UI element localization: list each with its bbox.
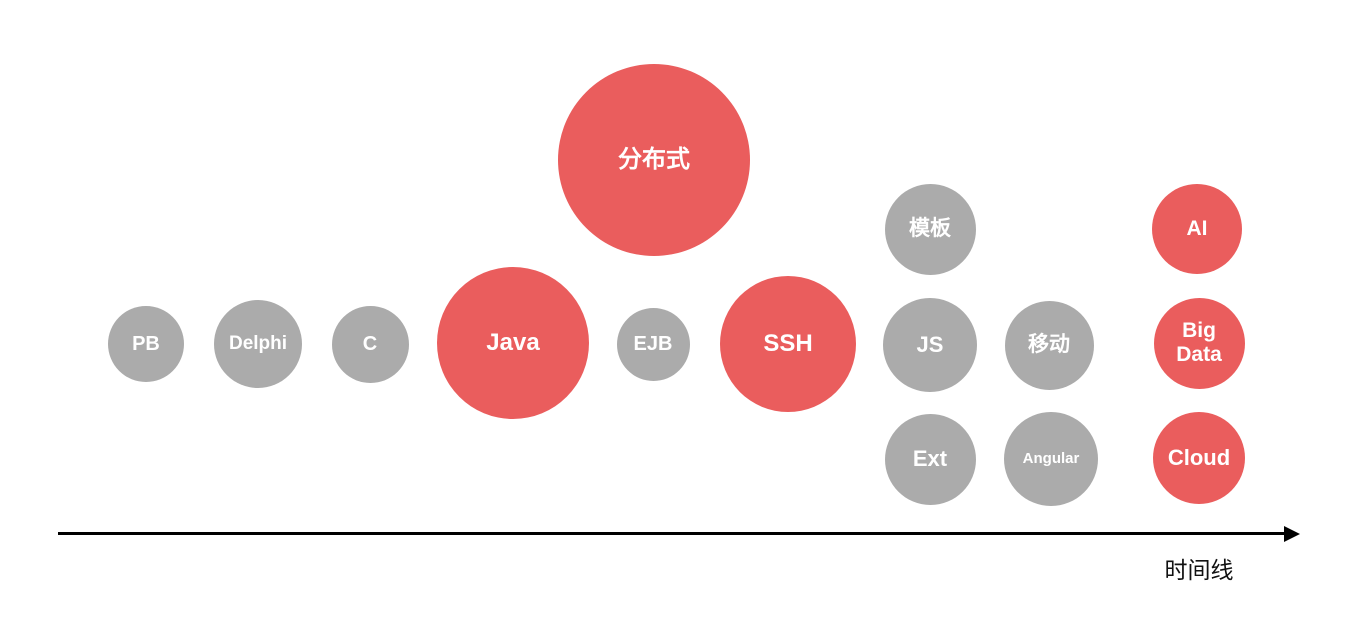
bubble-angular: Angular bbox=[1004, 412, 1098, 506]
bubble-label: EJB bbox=[633, 332, 673, 355]
bubble-yidong: 移动 bbox=[1004, 300, 1094, 390]
bubble-cloud: Cloud bbox=[1153, 412, 1245, 504]
bubble-ssh: SSH bbox=[720, 276, 856, 412]
bubble-label: Ext bbox=[912, 446, 948, 472]
timeline-axis-line bbox=[58, 532, 1284, 535]
bubble-label: SSH bbox=[763, 330, 813, 358]
timeline-label: 时间线 bbox=[1164, 557, 1234, 583]
bubble-pb: PB bbox=[108, 306, 184, 382]
bubble-fenbushi: 分布式 bbox=[558, 64, 750, 256]
bubble-bigdata: Big Data bbox=[1153, 297, 1245, 389]
bubble-label: Angular bbox=[1022, 450, 1080, 468]
bubble-label: Java bbox=[486, 329, 540, 357]
bubble-c: C bbox=[331, 305, 409, 383]
bubble-label: Cloud bbox=[1167, 445, 1231, 471]
bubble-label: 分布式 bbox=[618, 146, 690, 174]
timeline-arrowhead-icon bbox=[1284, 526, 1300, 542]
bubble-label: AI bbox=[1186, 216, 1208, 240]
bubble-label: PB bbox=[132, 332, 160, 355]
bubble-ejb: EJB bbox=[616, 307, 690, 381]
bubble-label: 移动 bbox=[1028, 332, 1070, 356]
bubble-delphi: Delphi bbox=[214, 300, 302, 388]
bubble-label: Delphi bbox=[228, 333, 288, 355]
bubble-label: C bbox=[362, 332, 378, 355]
bubble-label: Big Data bbox=[1176, 318, 1222, 366]
bubble-java: Java bbox=[437, 267, 589, 419]
bubble-ai: AI bbox=[1152, 184, 1242, 274]
bubble-label: JS bbox=[916, 332, 944, 358]
bubble-ext: Ext bbox=[884, 413, 976, 505]
bubble-label: 模板 bbox=[909, 216, 951, 240]
bubble-js: JS bbox=[883, 298, 977, 392]
bubble-muban: 模板 bbox=[884, 183, 976, 275]
